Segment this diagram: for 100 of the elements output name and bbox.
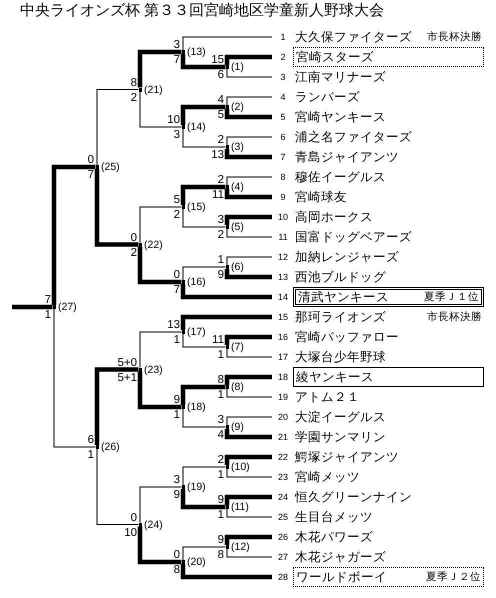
team-number: 12 (276, 251, 289, 263)
match-number: (14) (187, 121, 206, 133)
bracket-line (226, 68, 272, 78)
score: 2 (130, 92, 137, 104)
bracket-line (180, 314, 272, 330)
junction-mark (226, 345, 228, 349)
junction-mark (226, 425, 228, 429)
bracket-line (52, 164, 96, 305)
score: 7 (174, 54, 180, 66)
team-name: 青島ジャイアンツ (295, 150, 399, 164)
bracket-line (138, 526, 182, 564)
score: 1 (218, 389, 224, 401)
score: 1 (218, 509, 224, 521)
bracket-line (226, 176, 272, 186)
score: 11 (212, 189, 224, 201)
junction-mark (226, 185, 228, 189)
team-number: 26 (276, 531, 289, 543)
bracket-line (96, 448, 139, 525)
bracket-line (54, 308, 96, 448)
score: 9 (174, 394, 180, 406)
team-name: 国富ドッグベアーズ (295, 230, 412, 244)
bracket-line (180, 104, 226, 125)
team-number: 19 (276, 391, 289, 403)
team-number: 21 (276, 431, 289, 443)
junction-mark (226, 545, 228, 549)
bracket-line (180, 54, 226, 70)
match-number: (2) (231, 101, 244, 113)
bracket-line (182, 334, 226, 348)
note: 夏季Ｊ１位 (424, 291, 479, 303)
score: 0 (174, 549, 180, 561)
match-number: (3) (231, 141, 244, 153)
team-number: 1 (279, 31, 286, 43)
match-number: (7) (231, 341, 244, 353)
team-number: 6 (279, 131, 286, 143)
team-number: 24 (276, 491, 289, 503)
team-name: 大塚台少年野球 (295, 350, 386, 364)
team-name: 学園サンマリン (295, 430, 386, 444)
team-name: 大久保ファイターズ (295, 30, 412, 44)
bracket-line (224, 109, 272, 120)
team-number: 25 (276, 511, 289, 523)
score: 9 (218, 494, 224, 506)
bracket-line (226, 136, 272, 146)
score: 13 (167, 319, 180, 331)
junction-mark (96, 445, 98, 449)
junction-mark (182, 205, 184, 209)
score: 3 (174, 39, 180, 51)
match-number: (16) (187, 276, 206, 288)
junction-mark (138, 88, 142, 92)
team-number: 23 (276, 471, 289, 483)
score: 10 (167, 114, 180, 126)
team-name: 宮崎スターズ (296, 50, 374, 64)
note: 市長杯決勝 (427, 31, 482, 43)
team-number: 17 (276, 351, 289, 363)
bracket-line (224, 334, 272, 345)
match-number: (20) (187, 556, 206, 568)
team-number: 5 (279, 111, 286, 123)
score: 1 (218, 469, 224, 481)
score: 11 (212, 334, 224, 346)
team-name: 西池ブルドッグ (295, 270, 386, 284)
team-name: 宮崎バッファロー (295, 330, 399, 344)
team-number: 7 (279, 151, 286, 163)
score: 2 (218, 454, 224, 466)
bracket-line (140, 486, 182, 523)
score: 1 (174, 334, 180, 346)
team-name: 恒久グリーンナイン (295, 490, 412, 504)
junction-mark (52, 305, 56, 309)
bracket-line (224, 374, 272, 385)
score: 1 (88, 449, 94, 461)
junction-mark (138, 522, 142, 526)
score: 0 (130, 512, 137, 524)
bracket-line (224, 534, 272, 545)
bracket-line (182, 266, 226, 280)
score: 0 (130, 232, 137, 244)
junction-mark (138, 242, 142, 246)
junction-mark (226, 65, 228, 69)
junction-mark (226, 105, 228, 109)
score: 3 (218, 214, 224, 226)
note: 夏季Ｊ２位 (426, 571, 481, 583)
team-name: 那珂ライオンズ (295, 310, 386, 324)
bracket-line (140, 206, 182, 243)
team-name: 鰐塚ジャイアンツ (295, 450, 399, 464)
title: 中央ライオンズ杯 第３３回宮崎地区学童新人野球大会 (20, 1, 384, 21)
bracket-line (224, 149, 272, 160)
score: 9 (218, 534, 224, 546)
match-number: (17) (187, 326, 206, 338)
bracket-line (140, 332, 182, 368)
score: 2 (130, 246, 137, 258)
team-number: 22 (276, 451, 289, 463)
team-number: 18 (276, 371, 289, 383)
score: 1 (44, 309, 51, 321)
bracket-line (94, 367, 138, 445)
match-number: (6) (231, 261, 244, 273)
team-name: 穆佐イーグルス (295, 170, 386, 184)
team-number: 28 (276, 571, 289, 583)
team-number: 20 (276, 411, 289, 423)
team-name: 清武ヤンキース (298, 290, 389, 304)
match-number: (4) (231, 181, 244, 193)
score: 3 (174, 474, 180, 486)
junction-mark (182, 125, 184, 129)
junction-mark (226, 265, 228, 269)
